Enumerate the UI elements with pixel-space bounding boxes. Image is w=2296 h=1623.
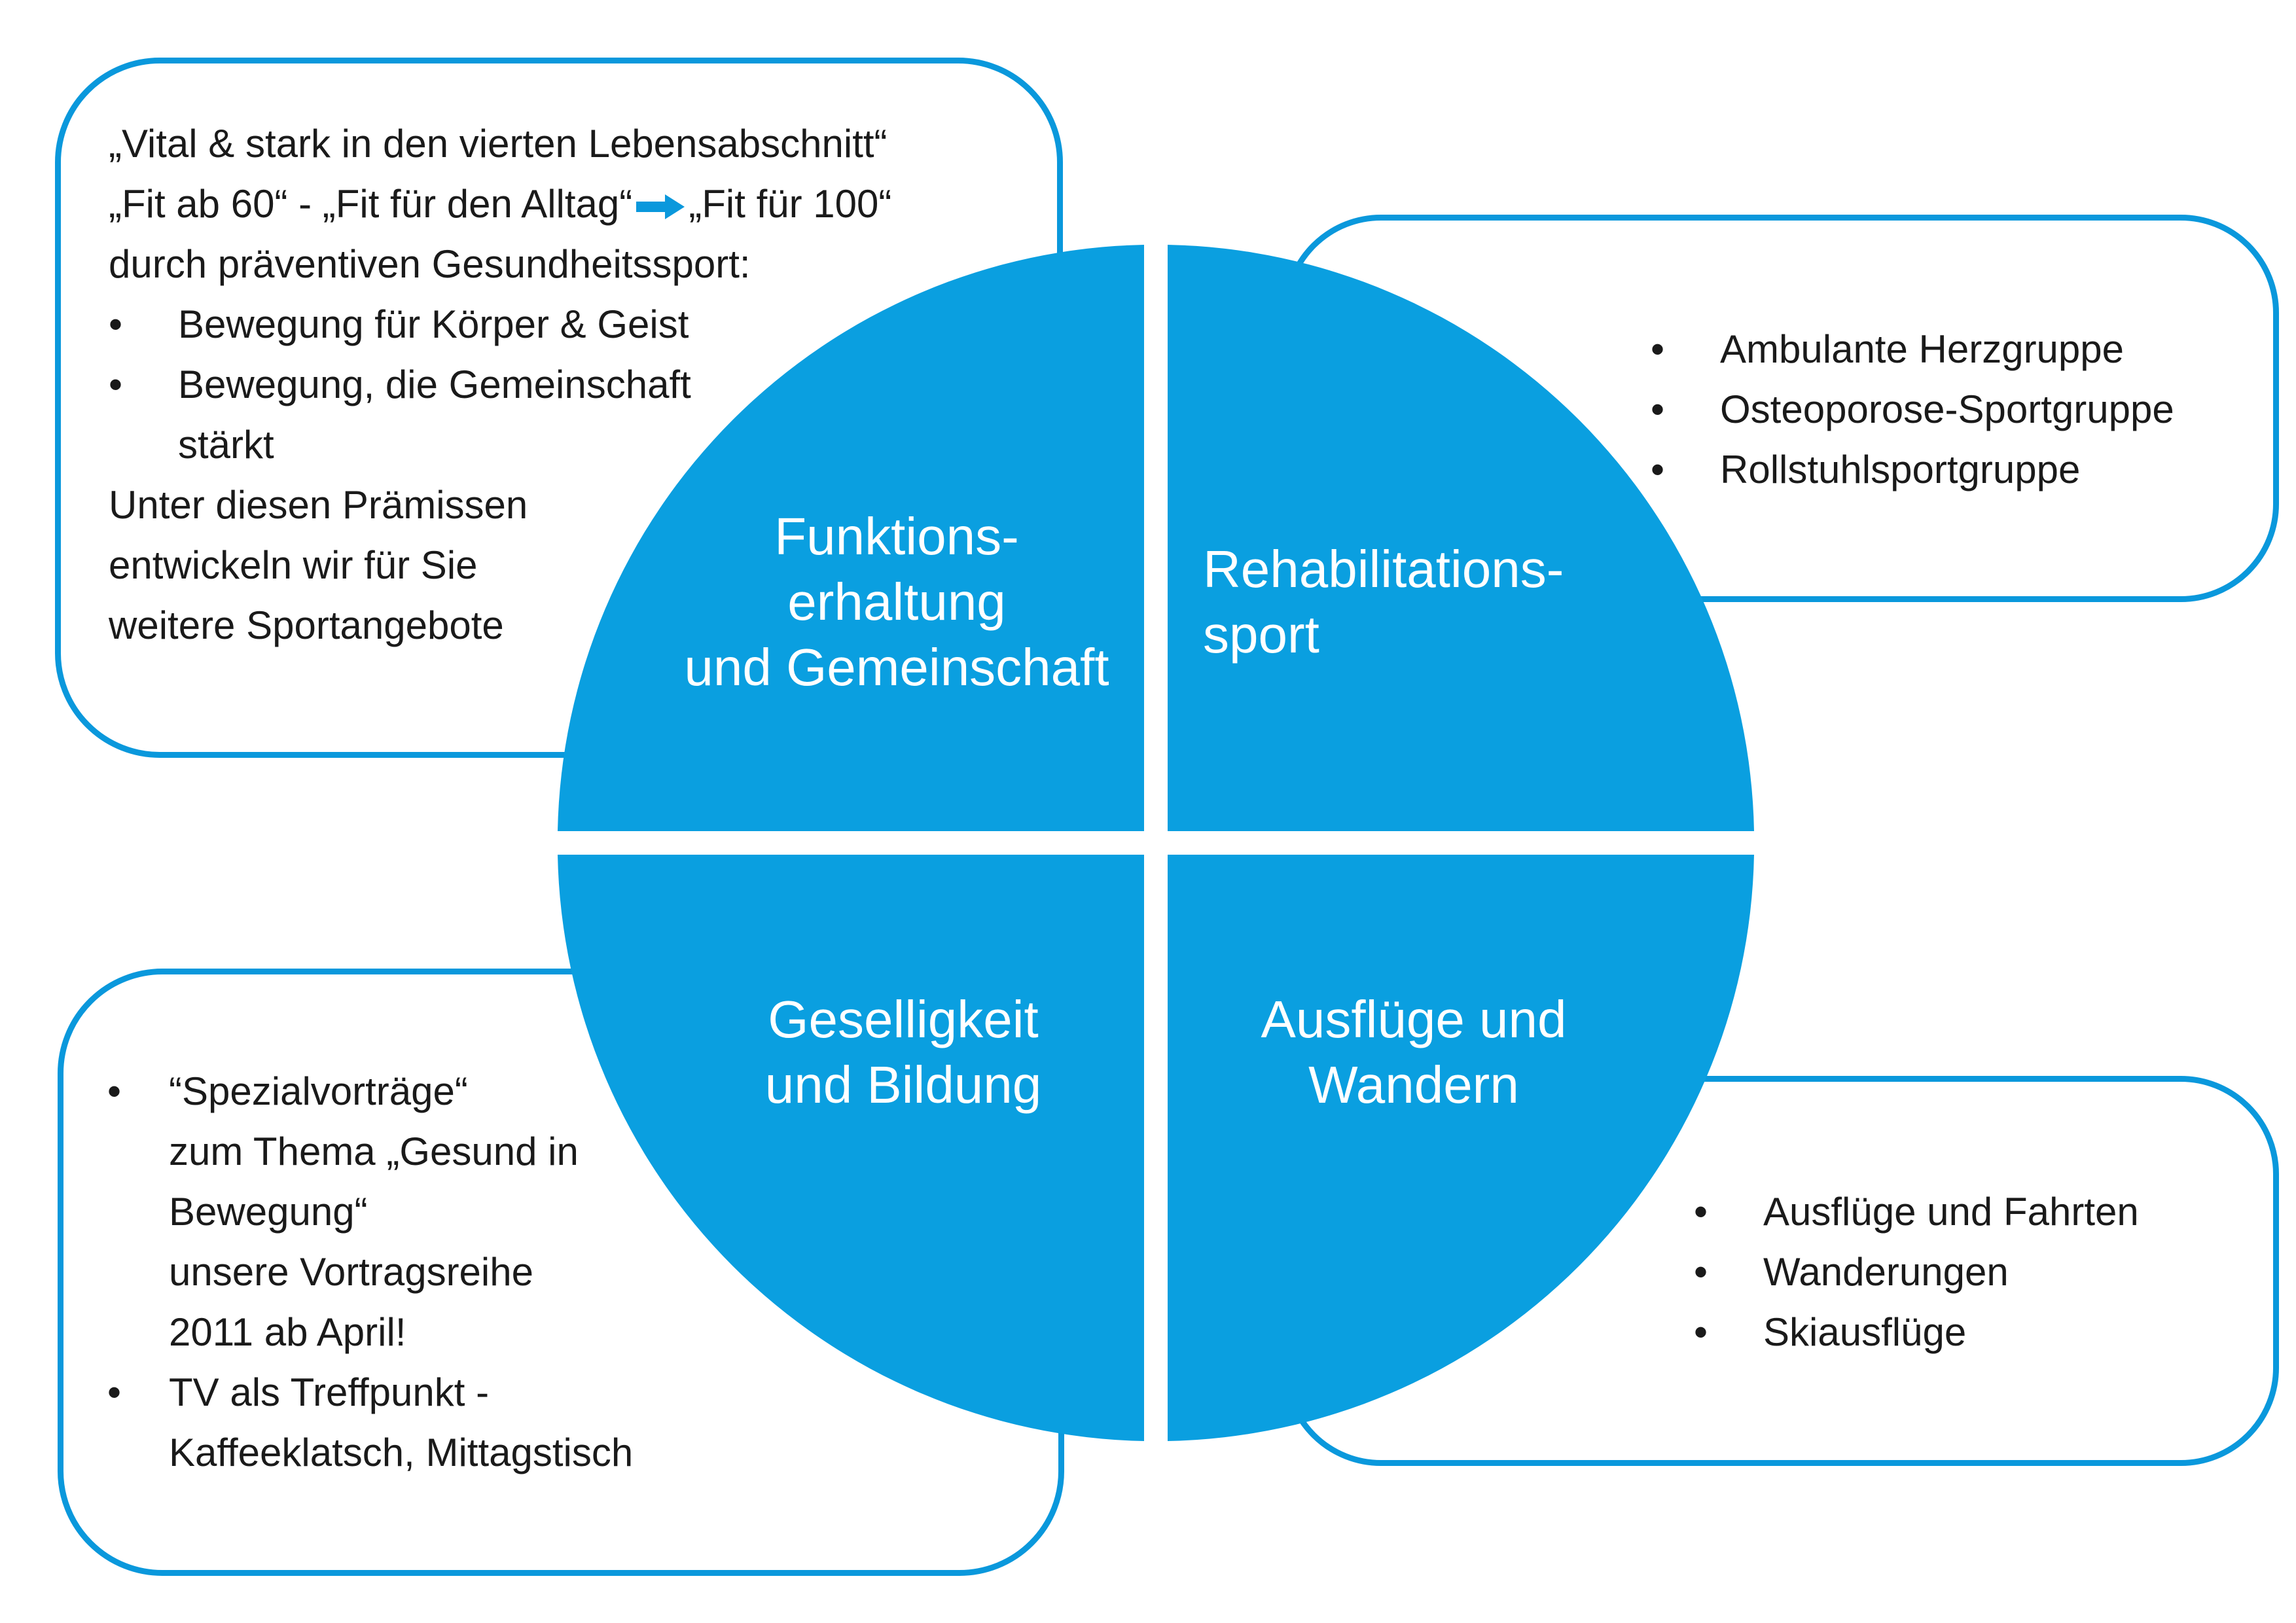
text-line: Unter diesen Prämissen — [109, 483, 528, 527]
quadrant-label-line: Rehabilitations- — [1203, 540, 1564, 598]
text-line: weitere Sportangebote — [109, 603, 504, 647]
quadrant-top-left — [558, 245, 1144, 831]
bullet-item: Ambulante Herzgruppe — [1651, 319, 2174, 380]
text-line: unsere Vortragsreihe — [169, 1250, 533, 1294]
text-line: „Vital & stark in den vierten Lebensabsc… — [109, 122, 888, 166]
quadrant-label-line: Wandern — [1308, 1056, 1519, 1114]
quadrant-label-line: und Gemeinschaft — [684, 638, 1109, 696]
text-line: Bewegung“ — [169, 1190, 368, 1234]
quadrant-label-line: sport — [1203, 605, 1319, 664]
box-top-left-text: „Vital & stark in den vierten Lebensabsc… — [109, 114, 891, 656]
bullet-item: TV als Treffpunkt - Kaffeeklatsch, Mitta… — [107, 1363, 633, 1483]
bullet-item: Bewegung, die Gemeinschaft — [109, 355, 891, 415]
box-bottom-right-text: Ausflüge und Fahrten Wanderungen Skiausf… — [1694, 1182, 2139, 1363]
quadrant-label-line: Geselligkeit — [768, 990, 1039, 1048]
bullet-item: Bewegung für Körper & Geist — [109, 294, 891, 355]
bullet-item: Osteoporose-Sportgruppe — [1651, 380, 2174, 440]
bullet-item: “Spezialvorträge“ zum Thema „Gesund in B… — [107, 1061, 633, 1363]
quadrant-label-line: Funktions- — [774, 507, 1019, 565]
bullet-item: Rollstuhlsportgruppe — [1651, 440, 2174, 500]
quadrant-label-top-right: Rehabilitations- sport — [1203, 537, 1564, 668]
text-line: “Spezialvorträge“ — [169, 1069, 468, 1113]
bullet-item: Skiausflüge — [1694, 1302, 2139, 1363]
quadrant-label-line: Ausflüge und — [1261, 990, 1567, 1048]
quadrant-bottom-right — [1168, 855, 1754, 1441]
quadrant-bottom-left — [558, 855, 1144, 1441]
text-line: durch präventiven Gesundheitssport: — [109, 242, 751, 286]
text-line: 2011 ab April! — [169, 1310, 406, 1354]
arrow-right-icon — [636, 194, 685, 220]
quadrant-label-top-left: Funktions- erhaltung und Gemeinschaft — [674, 504, 1119, 700]
text-line: stärkt — [178, 423, 274, 467]
quadrant-label-line: und Bildung — [764, 1056, 1042, 1114]
bullet-item: Wanderungen — [1694, 1242, 2139, 1302]
box-top-right-text: Ambulante Herzgruppe Osteoporose-Sportgr… — [1651, 319, 2174, 500]
text-line: TV als Treffpunkt - — [169, 1370, 490, 1414]
text-line: „Fit ab 60“ - „Fit für den Alltag“ „Fit f… — [109, 174, 891, 234]
text-line: Kaffeeklatsch, Mittagstisch — [169, 1431, 634, 1474]
quadrant-top-right — [1168, 245, 1754, 831]
text-line: entwickeln wir für Sie — [109, 543, 478, 587]
box-bottom-left-text: “Spezialvorträge“ zum Thema „Gesund in B… — [107, 1061, 633, 1483]
text-line: zum Thema „Gesund in — [169, 1130, 579, 1173]
quadrant-label-bottom-left: Geselligkeit und Bildung — [720, 987, 1086, 1118]
text-segment: „Fit für 100“ — [689, 182, 892, 226]
quadrant-label-bottom-right: Ausflüge und Wandern — [1217, 987, 1610, 1118]
text-segment: „Fit ab 60“ - „Fit für den Alltag“ — [109, 182, 633, 226]
quadrant-label-line: erhaltung — [787, 573, 1006, 631]
bullet-item: Ausflüge und Fahrten — [1694, 1182, 2139, 1242]
